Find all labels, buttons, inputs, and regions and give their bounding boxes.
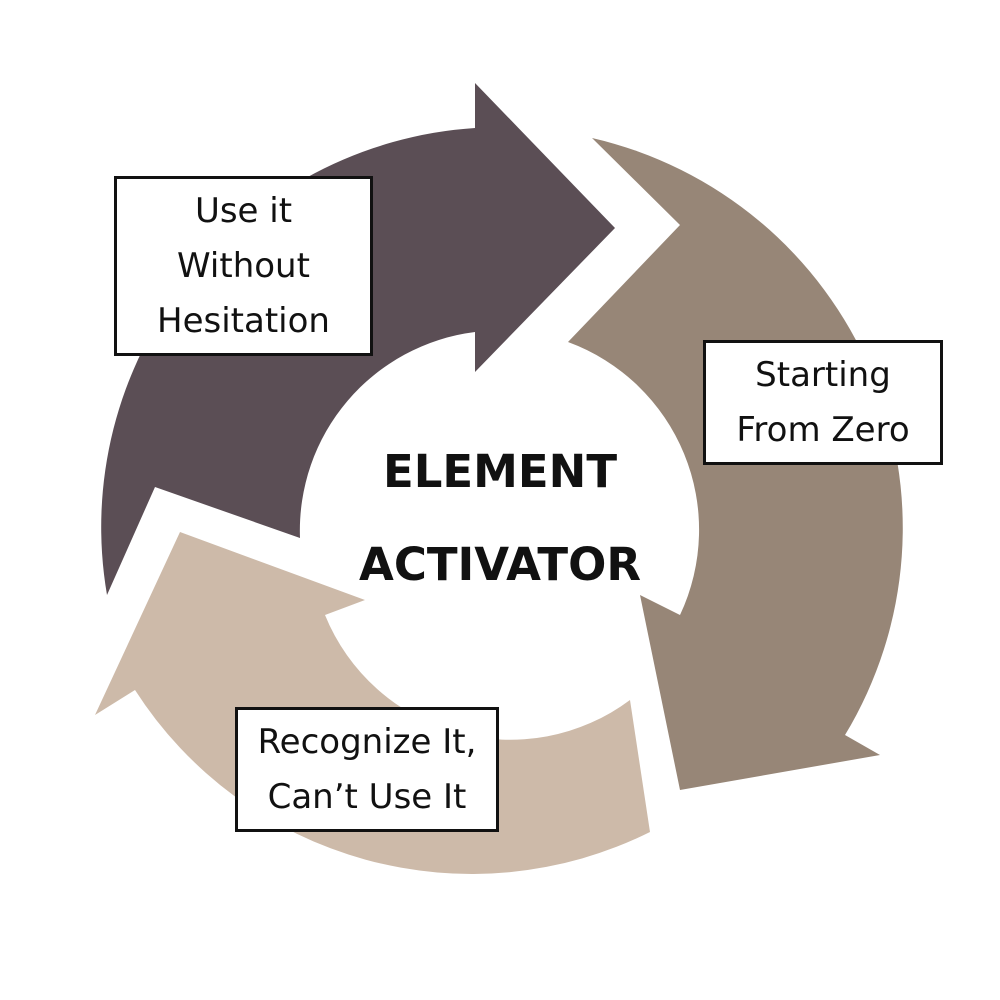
stage-label-starting: Starting From Zero	[703, 340, 943, 465]
stage-label-starting-text: Starting From Zero	[736, 354, 910, 450]
center-title-line-2: ACTIVATOR	[359, 538, 641, 591]
center-title-line-1: ELEMENT	[382, 445, 618, 498]
stage-label-recognize: Recognize It, Can’t Use It	[235, 707, 499, 832]
stage-label-use: Use it Without Hesitation	[114, 176, 373, 356]
stage-label-recognize-text: Recognize It, Can’t Use It	[257, 721, 477, 817]
cycle-arrow-recognize	[95, 532, 650, 874]
stage-label-use-text: Use it Without Hesitation	[157, 190, 330, 341]
center-title: ELEMENT ACTIVATOR	[300, 425, 700, 611]
